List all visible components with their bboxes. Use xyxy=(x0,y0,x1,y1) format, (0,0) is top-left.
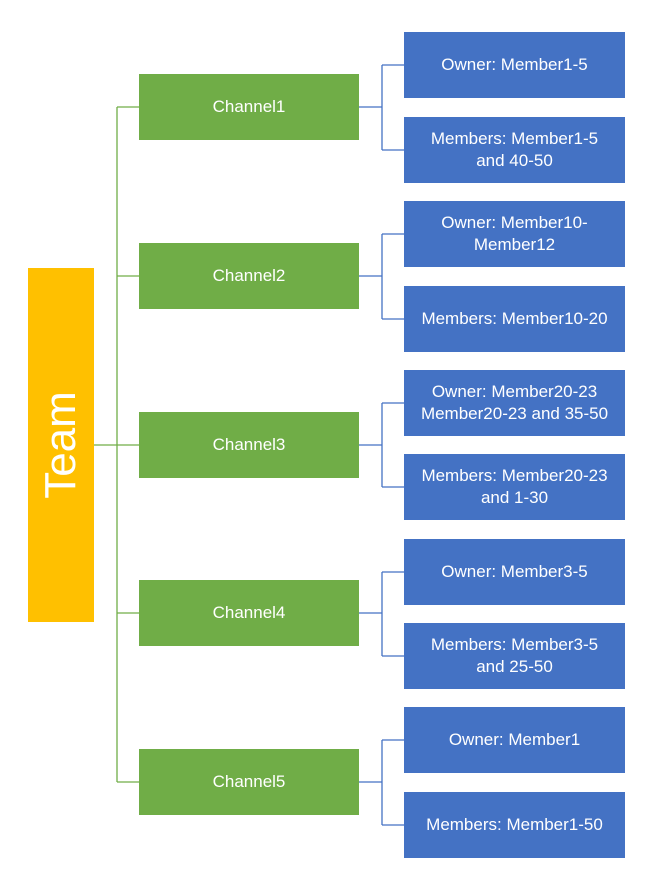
channel2-members-node: Members: Member10-20 xyxy=(404,286,625,352)
channel5-node: Channel5 xyxy=(139,749,359,815)
channel1-owner-node: Owner: Member1-5 xyxy=(404,32,625,98)
channel5-owner-node: Owner: Member1 xyxy=(404,707,625,773)
channel3-owner-node: Owner: Member20-23 Member20-23 and 35-50 xyxy=(404,370,625,436)
channel1-node: Channel1 xyxy=(139,74,359,140)
channel2-node: Channel2 xyxy=(139,243,359,309)
channel1-members-node: Members: Member1-5 and 40-50 xyxy=(404,117,625,183)
channel4-node: Channel4 xyxy=(139,580,359,646)
channel2-owner-node: Owner: Member10- Member12 xyxy=(404,201,625,267)
channel4-owner-node: Owner: Member3-5 xyxy=(404,539,625,605)
channel3-node: Channel3 xyxy=(139,412,359,478)
role-connectors xyxy=(359,64,404,826)
team-node: Team xyxy=(28,268,94,622)
channel5-members-node: Members: Member1-50 xyxy=(404,792,625,858)
channel3-members-node: Members: Member20-23 and 1-30 xyxy=(404,454,625,520)
team-label: Team xyxy=(36,391,85,499)
channel4-members-node: Members: Member3-5 and 25-50 xyxy=(404,623,625,689)
team-connectors xyxy=(94,106,139,783)
